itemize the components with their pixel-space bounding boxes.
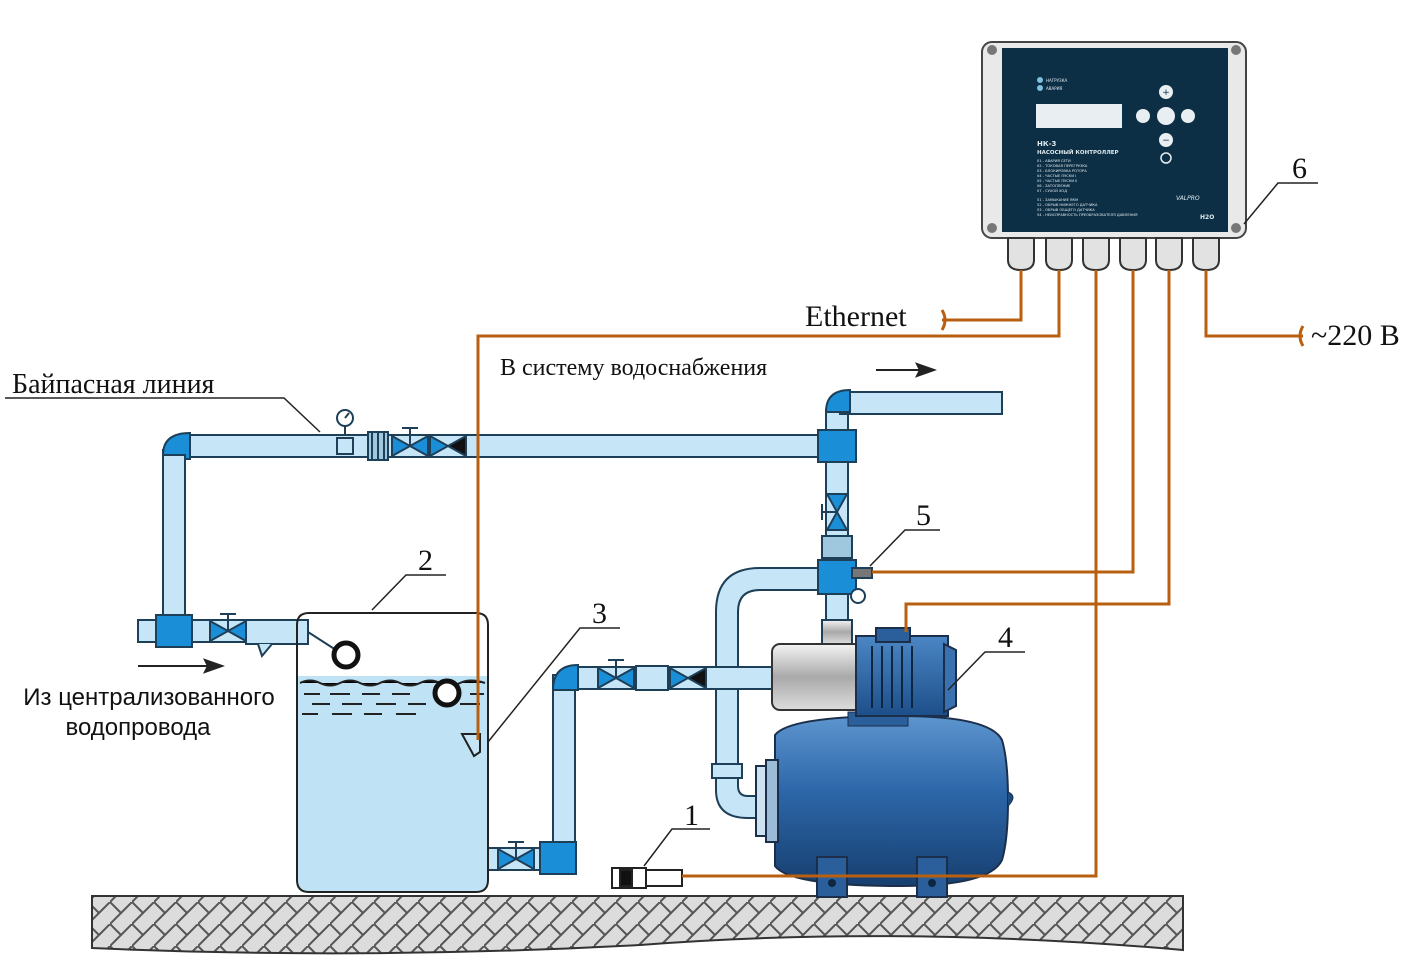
- svg-text:+: +: [1162, 88, 1170, 98]
- brand-logo-h2o: H2O: [1200, 214, 1214, 221]
- code-line: 04 - ЧАСТЫЕ ПУСКИ I: [1037, 174, 1076, 178]
- power-button[interactable]: [1157, 107, 1175, 125]
- code-line: 06 - ЗАТОПЛЕНИЕ: [1037, 184, 1071, 188]
- controller-model: НК-3: [1037, 140, 1056, 148]
- pressure-sensor-icon: [850, 567, 873, 604]
- brand-logo: VALPRO: [1176, 195, 1200, 202]
- callout-5: 5: [916, 499, 931, 532]
- svg-text:−: −: [1162, 136, 1170, 146]
- code-line: 01 - АВАРИЯ СЕТИ: [1037, 159, 1071, 163]
- plus-button[interactable]: [1159, 85, 1173, 99]
- tank-float-icon: [432, 678, 462, 708]
- left-button[interactable]: [1136, 109, 1150, 123]
- cable-gland-icon: [1007, 237, 1220, 272]
- pump: [771, 627, 957, 717]
- code-line: 03 - БЛОКИРОВКА РОТОРА: [1037, 169, 1087, 173]
- suction-check-valve-icon: [635, 665, 707, 691]
- pump-controller: НАГРУЗКА АВАРИЯ + − НК-3 НАСОСНЫЙ КОНТРОЛ…: [981, 41, 1247, 272]
- callout-4: 4: [998, 621, 1013, 654]
- code-line: 52 - ОБРЫВ НИЖНЕГО ДАТЧИКА: [1037, 203, 1098, 207]
- flow-arrow-icon: [138, 658, 226, 674]
- bypass-filter: [367, 431, 389, 461]
- drain-valve-icon[interactable]: [497, 841, 535, 871]
- check-valve-icon: [429, 434, 467, 458]
- storage-tank: [296, 612, 489, 893]
- water-surface-waves: [299, 679, 486, 715]
- controller-title: НАСОСНЫЙ КОНТРОЛЛЕР: [1037, 148, 1119, 156]
- ethernet-label: Ethernet: [805, 300, 907, 333]
- code-line: 05 - ЧАСТЫЕ ПУСКИ II: [1037, 179, 1077, 183]
- right-button[interactable]: [1181, 109, 1195, 123]
- riser-fittings: [817, 535, 857, 645]
- callout-2: 2: [418, 544, 433, 577]
- flood-sensor: [611, 867, 683, 889]
- level-sensor: [460, 733, 481, 758]
- callout-3: 3: [592, 597, 607, 630]
- led-load-label: НАГРУЗКА: [1046, 78, 1067, 83]
- reset-button[interactable]: [1160, 152, 1172, 164]
- controller-display: [1036, 104, 1122, 128]
- power-label: ~220 В: [1311, 319, 1400, 352]
- suction-gate-valve-icon[interactable]: [597, 659, 635, 690]
- pressure-gauge-icon: [336, 409, 354, 455]
- to-supply-label: В систему водоснабжения: [500, 355, 767, 381]
- code-line: 02 - ТОКОВАЯ ПЕРЕГРУЗКА: [1037, 164, 1088, 168]
- from-mains-label-line1: Из централизованного: [23, 684, 274, 711]
- flow-arrow-icon: [876, 362, 938, 378]
- control-wires: [476, 270, 1305, 878]
- callout-1: 1: [684, 799, 699, 832]
- inlet-gate-valve-icon[interactable]: [209, 613, 247, 643]
- code-line: 07 - СУХОЙ ХОД: [1037, 188, 1067, 193]
- minus-button[interactable]: [1159, 133, 1173, 147]
- gate-valve-icon[interactable]: [391, 427, 429, 458]
- code-line: 51 - ЗАМЫКАНИЕ ЯКМ: [1037, 198, 1078, 202]
- bypass-line-label: Байпасная линия: [12, 369, 215, 400]
- riser-gate-valve-icon[interactable]: [821, 493, 849, 531]
- callout-6: 6: [1292, 152, 1307, 185]
- code-line: 53 - ОБРЫВ ОБЩЕГО ДАТЧИКА: [1037, 208, 1095, 212]
- ground: [91, 895, 1184, 955]
- callout-leaders: [5, 182, 1318, 867]
- led-alarm-label: АВАРИЯ: [1046, 86, 1063, 91]
- code-line: 54 - НЕИСПРАВНОСТЬ ПРЕОБРАЗОВАТЕЛЯ ДАВЛЕ…: [1037, 213, 1138, 217]
- from-mains-label-line2: водопровода: [66, 714, 212, 741]
- pressure-tank: [755, 711, 1014, 898]
- float-valve-icon: [245, 619, 361, 670]
